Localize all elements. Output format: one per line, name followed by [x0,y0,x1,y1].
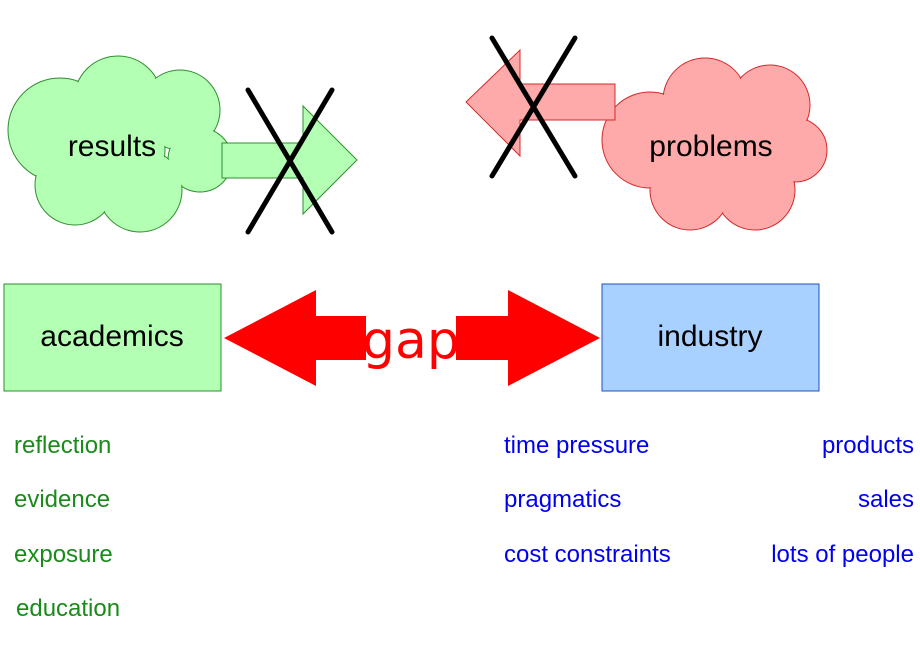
industry-label: industry [657,320,762,353]
gap-label: gap [362,311,460,371]
industry-traits-left-list: time pressure pragmatics cost constraint… [504,432,671,568]
academic-trait: exposure [14,541,113,568]
academics-label: academics [40,320,183,353]
results-label: results [68,130,156,163]
gap-arrow-right [456,290,600,386]
problems-arrow-cross-icon [489,35,578,179]
academic-trait: reflection [14,432,111,459]
problems-arrow [465,48,616,158]
academic-trait: evidence [14,486,110,513]
industry-box: industry [601,283,820,392]
results-cloud: results [7,55,233,233]
academic-traits-list: reflection evidence exposure education [14,432,120,622]
industry-traits-right-list: products sales lots of people [771,432,914,568]
industry-trait: cost constraints [504,541,671,568]
academics-box: academics [3,283,222,392]
industry-trait: time pressure [504,432,649,459]
industry-trait: lots of people [771,541,914,568]
gap-arrow-left [224,290,366,386]
problems-cloud: problems [601,57,828,231]
gap-double-arrow: gap [224,290,600,386]
problems-cloud-interior [603,59,826,229]
results-cloud-interior [9,57,231,231]
industry-trait: pragmatics [504,486,621,513]
industry-trait: products [822,432,914,459]
results-arrow-cross-icon [245,87,335,235]
problems-label: problems [649,130,772,163]
academic-trait: education [16,595,120,622]
industry-trait: sales [858,486,914,513]
